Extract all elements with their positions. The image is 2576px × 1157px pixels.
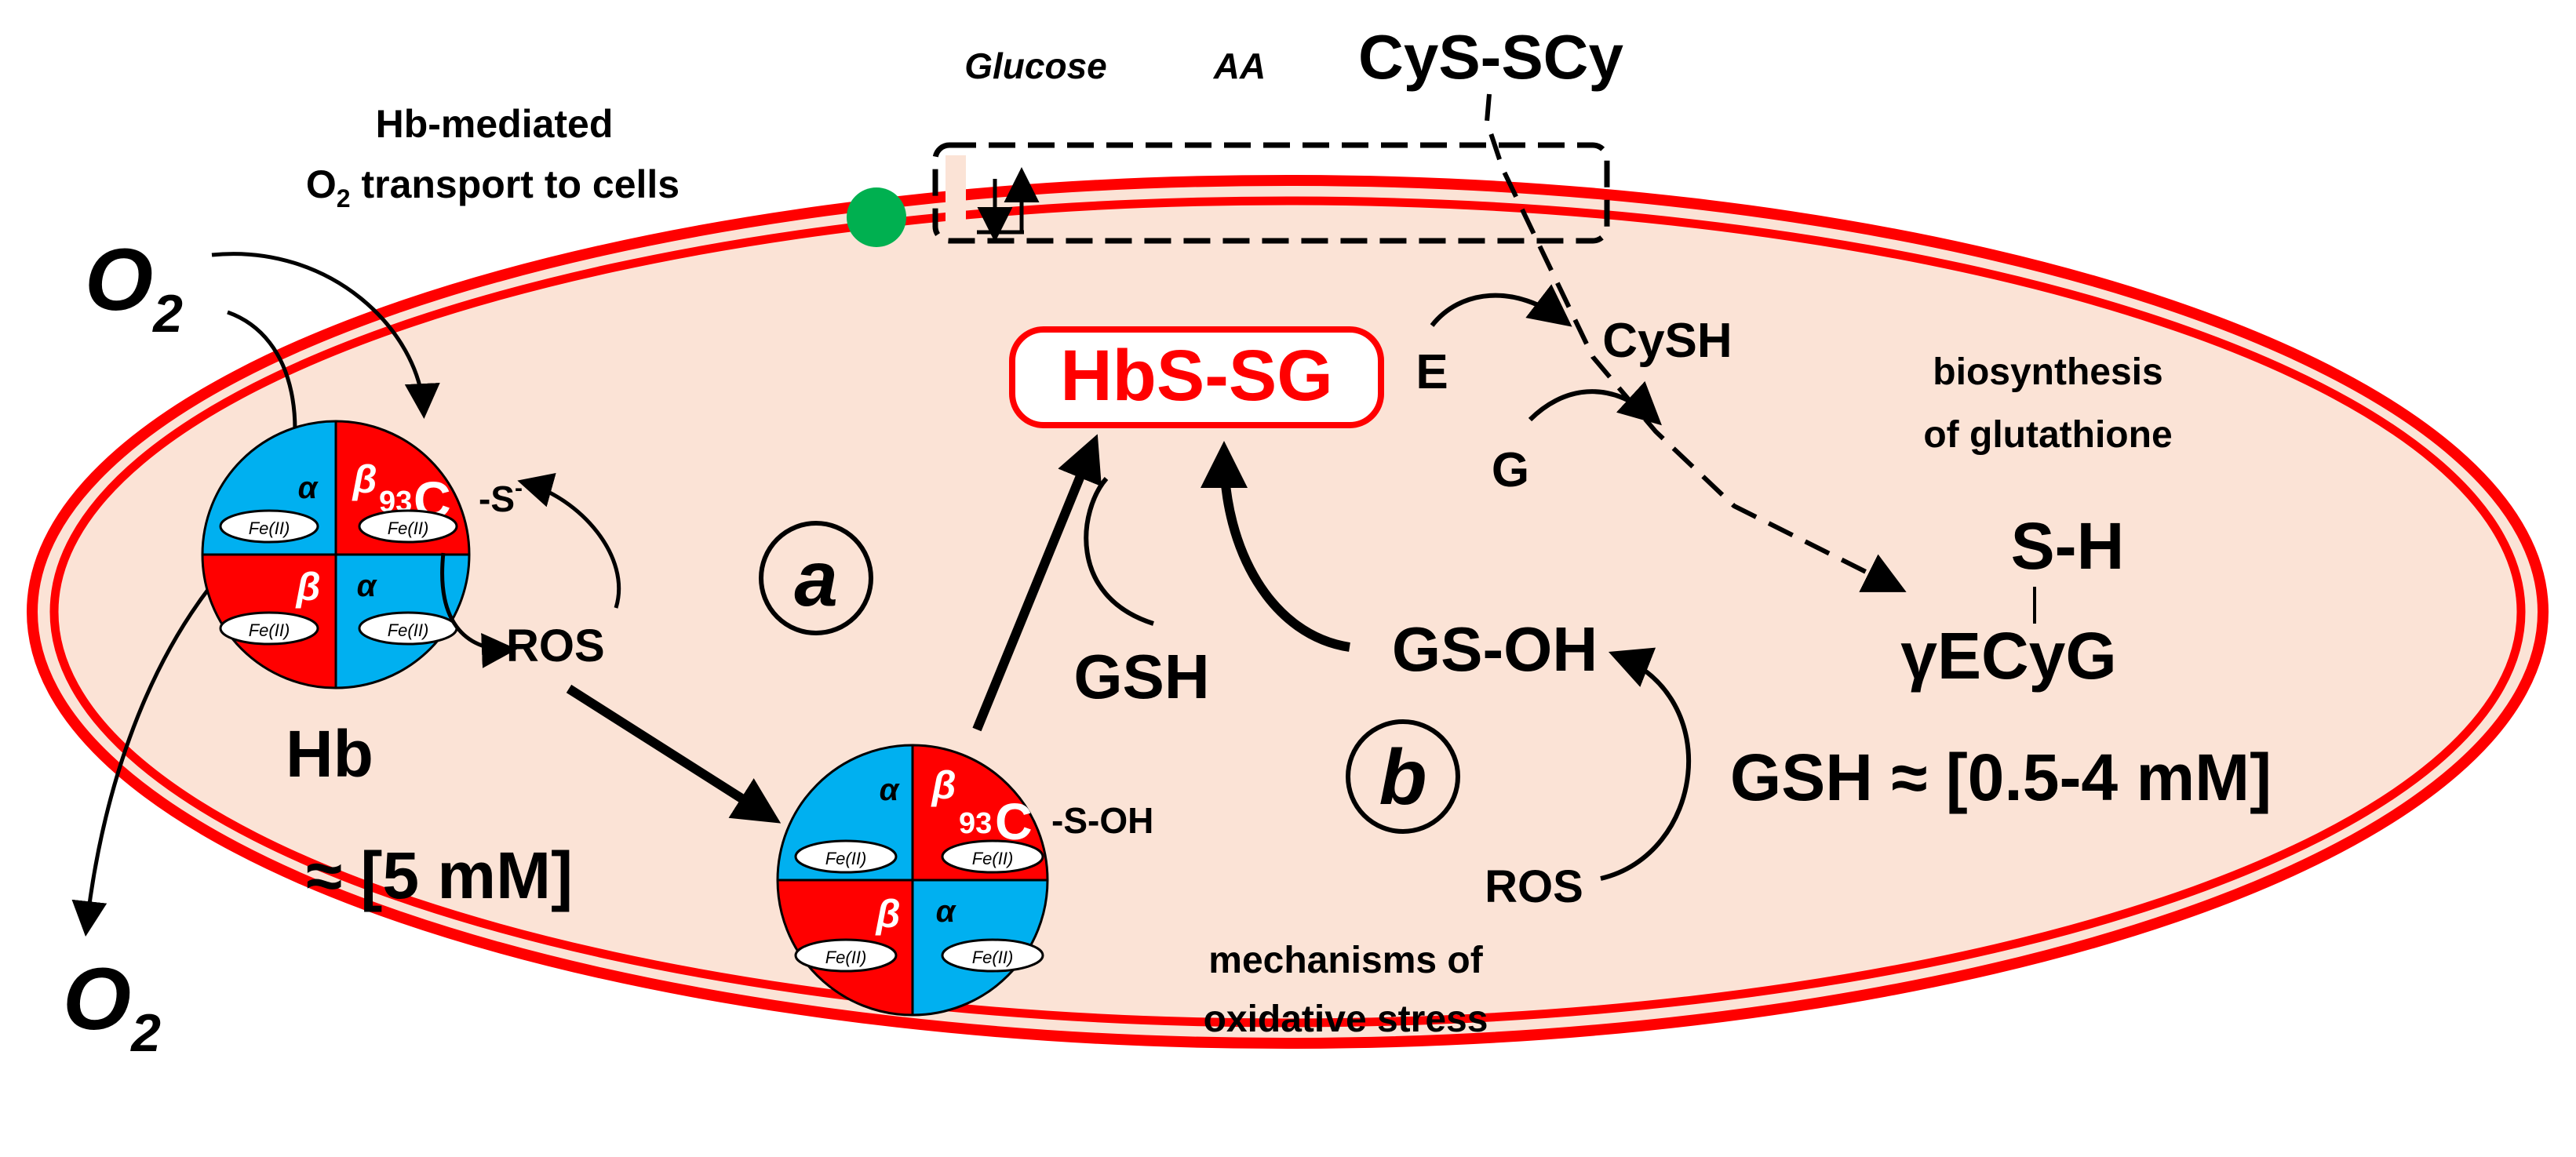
ros-bottom-label: ROS	[1485, 861, 1583, 912]
g-label: G	[1492, 443, 1529, 497]
o2-in-label: O2	[85, 231, 183, 344]
hb-top-heme2	[358, 509, 458, 544]
label-a: a	[794, 535, 838, 623]
e-label: E	[1416, 345, 1448, 399]
oxidized-hb-to-hbssg-arrow	[972, 434, 1102, 732]
glutamate-addition-arrow	[1430, 284, 1572, 327]
label-a-circle	[759, 521, 873, 635]
svg-text:Fe(II): Fe(II)	[825, 948, 867, 967]
hb-to-ros-arrow	[440, 552, 517, 668]
cysh-label: CySH	[1602, 314, 1732, 368]
hb-bottom-beta2-label: β	[874, 892, 900, 936]
green-channel-dot	[847, 187, 906, 247]
label-b: b	[1379, 733, 1426, 821]
ros-top-label: ROS	[506, 620, 605, 671]
o2-to-beta-arrow	[211, 252, 440, 419]
gsh-concentration-label: GSH ≈ [0.5-4 mM]	[1730, 740, 2272, 814]
hb-bottom-heme1	[794, 839, 898, 874]
hb-top-beta2-label: β	[294, 565, 320, 609]
gamma-ecyg-label: γECyG	[1900, 619, 2116, 693]
hb-bottom-c93-number: 93	[959, 807, 992, 840]
biosynthesis-label-line1: biosynthesis	[1933, 351, 2162, 393]
hb-bottom-beta1-label: β	[930, 763, 956, 807]
ros-to-thiolate-arrow	[517, 472, 621, 609]
hbssg-box	[1009, 326, 1384, 428]
ros-to-gsoh-arrow	[1600, 647, 1691, 881]
svg-text:Fe(II): Fe(II)	[249, 620, 290, 640]
hb-concentration-label: ≈ [5 mM]	[306, 839, 573, 912]
hb-bottom-alpha2-label: α	[936, 894, 957, 929]
biosynthesis-label-line2: of glutathione	[1923, 414, 2172, 456]
gsoh-label: GS-OH	[1392, 614, 1598, 684]
hb-top-heme1	[219, 509, 319, 544]
svg-text:Fe(II): Fe(II)	[972, 849, 1014, 868]
membrane-transporter	[847, 142, 1610, 247]
sulfenic-acid-label: -S-OH	[1051, 800, 1153, 841]
gsh-contribution-arrow	[1084, 477, 1154, 626]
label-b-circle	[1346, 719, 1460, 834]
svg-text:Fe(II): Fe(II)	[825, 849, 867, 868]
hb-bottom-heme4	[941, 938, 1044, 973]
hb-top-beta1-label: β	[351, 457, 377, 501]
hb-tetramer-top: α β β α 93 C Fe(II) Fe(II) Fe(II) Fe(II)	[201, 420, 471, 689]
hb-bottom-heme2	[941, 839, 1044, 874]
svg-text:Fe(II): Fe(II)	[388, 620, 429, 640]
hbssg-label: HbS-SG	[1060, 336, 1333, 416]
hb-bottom-alpha1-label: α	[880, 773, 901, 807]
ros-to-oxidized-hb-arrow	[566, 684, 782, 824]
glucose-label: Glucose	[964, 45, 1107, 86]
cell-membrane-inner	[49, 196, 2526, 1028]
cystine-label: CyS-SCy	[1358, 22, 1623, 92]
mechanisms-label-line1: mechanisms of	[1208, 940, 1483, 981]
hb-top-alpha2-label: α	[357, 569, 378, 603]
mechanisms-label-line2: oxidative stress	[1204, 999, 1488, 1040]
glycine-addition-arrow	[1528, 380, 1662, 426]
hb-mediated-label-line1: Hb-mediated	[376, 102, 614, 146]
svg-text:Fe(II): Fe(II)	[972, 948, 1014, 967]
aa-label: AA	[1213, 45, 1266, 86]
hb-label: Hb	[286, 717, 373, 791]
hb-top-heme3	[219, 611, 319, 646]
gsoh-to-hbssg-arrow	[1201, 441, 1350, 652]
cystine-uptake-dashed-path	[1484, 93, 1907, 592]
svg-text:Fe(II): Fe(II)	[249, 518, 290, 538]
transporter-dashed-box	[932, 142, 1610, 244]
o2-out-label: O2	[63, 950, 161, 1063]
hb-mediated-label-line2: O2 transport to cells	[306, 162, 680, 213]
hb-top-alpha1-label: α	[298, 471, 319, 505]
s-h-label: S-H	[2011, 509, 2125, 583]
hb-bottom-heme3	[794, 938, 898, 973]
gsh-label: GSH	[1073, 642, 1209, 711]
svg-text:Fe(II): Fe(II)	[388, 518, 429, 538]
hb-tetramer-bottom: α β β α 93 C Fe(II) Fe(II) Fe(II) Fe(II)	[776, 744, 1049, 1017]
